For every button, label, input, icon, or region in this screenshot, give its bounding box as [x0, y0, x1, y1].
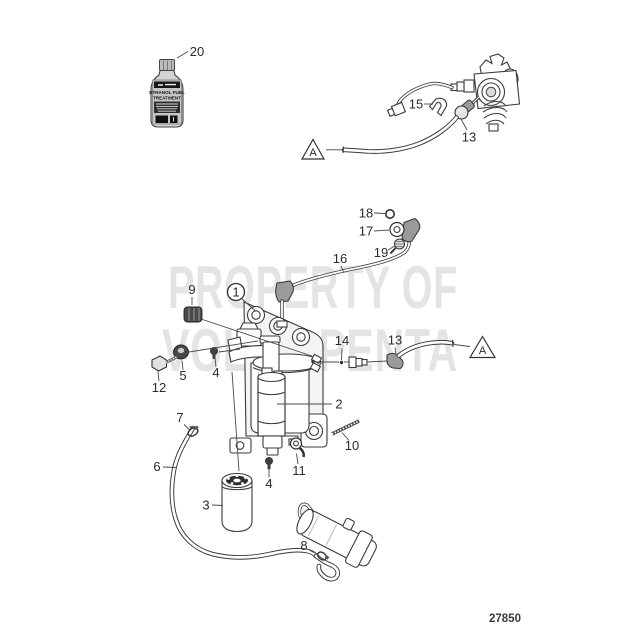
callout-3: 3: [202, 498, 209, 513]
electric-pump: [257, 376, 286, 437]
banjo-fitting: [389, 221, 405, 238]
callout-15: 15: [409, 97, 423, 112]
drain-hose: [169, 425, 319, 560]
callout-20: 20: [190, 44, 204, 59]
callout-6: 6: [153, 459, 160, 474]
elbow-fitting: [289, 437, 303, 450]
plug-lower: [265, 457, 273, 465]
outlet-hose-right: [313, 339, 471, 370]
fuel-line-16: [275, 209, 421, 325]
callout-12: 12: [152, 380, 166, 395]
bottle-label-title-1: ETHANOL FUEL: [149, 90, 185, 95]
tiny-clip-14: [339, 360, 344, 365]
callout-10: 10: [345, 438, 359, 453]
callout-17: 17: [359, 224, 373, 239]
hose-clamp-8: [316, 551, 330, 561]
plug-upper: [210, 347, 218, 355]
fuel-treatment-bottle: ETHANOL FUEL TREATMENT: [149, 59, 185, 128]
banjo-boot: [401, 217, 421, 243]
callout-8: 8: [300, 538, 307, 553]
mounting-stud: [331, 419, 360, 436]
callout-19: 19: [374, 245, 388, 260]
drawing-number: 27850: [489, 613, 521, 625]
callout-1: 1: [232, 285, 239, 300]
retaining-clip: [428, 97, 448, 117]
hose-clamp-7: [187, 425, 199, 437]
pipe-end-nut: [386, 101, 407, 117]
ref-triangle-a-right: A: [468, 335, 497, 359]
callout-4-upper: 4: [212, 365, 219, 380]
elbow-boot: [275, 280, 294, 303]
bottle-barcode: [155, 115, 168, 123]
callout-5: 5: [179, 368, 186, 383]
callout-2: 2: [335, 397, 342, 412]
ref-letter-a-right: A: [479, 345, 487, 357]
callout-7: 7: [176, 410, 183, 425]
fuel-pump-assembly: [326, 53, 521, 154]
watermark-line1: PROPERTY OF: [168, 254, 458, 321]
filter-pump-assembly: [151, 301, 360, 470]
callout-4-lower: 4: [265, 476, 272, 491]
mounting-bolt: [151, 355, 168, 372]
callout-14: 14: [335, 333, 349, 348]
assembly-axis-lines: [188, 318, 313, 357]
spin-on-filter: [221, 472, 253, 533]
lower-unit-assembly: [296, 502, 377, 582]
callout-13-right: 13: [388, 333, 402, 348]
callout-13-top: 13: [462, 130, 476, 145]
callout-9: 9: [188, 282, 195, 297]
bottle-text-panel: [154, 101, 180, 113]
callout-1-circle: [226, 282, 246, 302]
bottle-label-title-2: TREATMENT: [153, 96, 181, 101]
callout-18: 18: [359, 206, 373, 221]
callout-16: 16: [333, 251, 347, 266]
callouts: 20 15 13 18 17 19 16 9 1 12 5 4 14 13 2 …: [152, 44, 476, 555]
ref-triangle-a-top: A: [300, 138, 326, 160]
callout-11: 11: [292, 463, 306, 478]
o-ring: [384, 209, 395, 220]
ref-letter-a-top: A: [309, 147, 317, 159]
